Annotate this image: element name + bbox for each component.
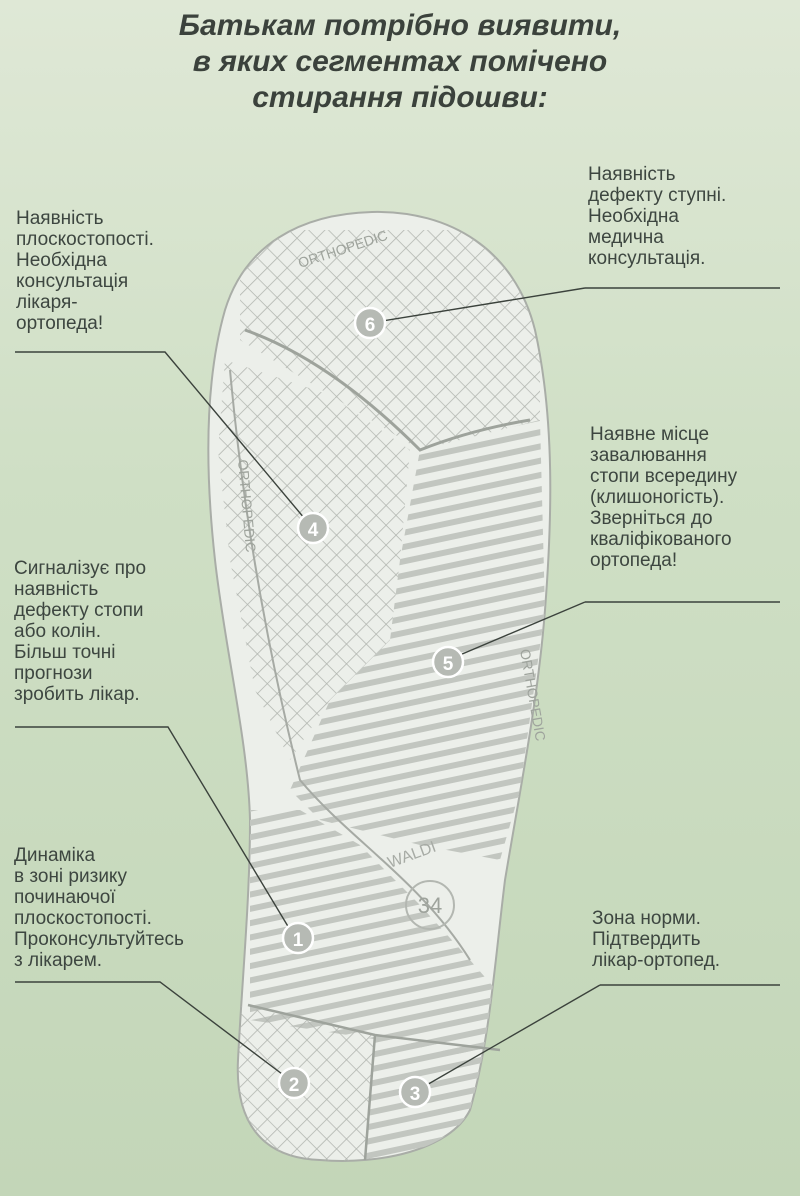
segment-3-area [365, 1035, 500, 1161]
marker-5: 5 [431, 645, 465, 679]
size-badge [405, 880, 455, 930]
svg-text:5: 5 [443, 654, 454, 675]
leader-lines [15, 287, 780, 1091]
caption-segment-3: Зона норми. Підтвердить лікар-ортопед. [592, 908, 721, 971]
caption-segment-1: Динаміка в зоні ризику починаючої плоско… [14, 845, 184, 971]
marker-6: 6 [353, 306, 387, 340]
svg-text:4: 4 [308, 520, 319, 541]
svg-text:2: 2 [289, 1075, 300, 1096]
marker-3: 3 [398, 1075, 432, 1109]
caption-segment-2: Сигналізує про наявність дефекту стопи а… [14, 558, 147, 705]
svg-text:3: 3 [410, 1084, 421, 1105]
caption-segment-6: Наявність дефекту ступні. Необхідна меди… [588, 164, 727, 269]
svg-text:1: 1 [293, 930, 304, 951]
size-label: 34 [418, 893, 442, 918]
segment-5-area [290, 420, 545, 860]
segment-markers: 6 4 5 1 2 3 [277, 306, 465, 1109]
marker-4: 4 [296, 511, 330, 545]
page-title: Батькам потрібно виявити, в яких сегмент… [178, 9, 622, 114]
marker-1: 1 [281, 921, 315, 955]
caption-segment-4: Наявність плоскостопості. Необхідна конс… [16, 208, 154, 334]
segment-4-area [218, 360, 410, 760]
caption-segment-5: Наявне місце завалювання стопи всередину… [590, 424, 738, 571]
svg-text:6: 6 [365, 315, 376, 336]
segment-6-area [240, 230, 540, 450]
segment-1-area [250, 810, 505, 1060]
marker-2: 2 [277, 1066, 311, 1100]
